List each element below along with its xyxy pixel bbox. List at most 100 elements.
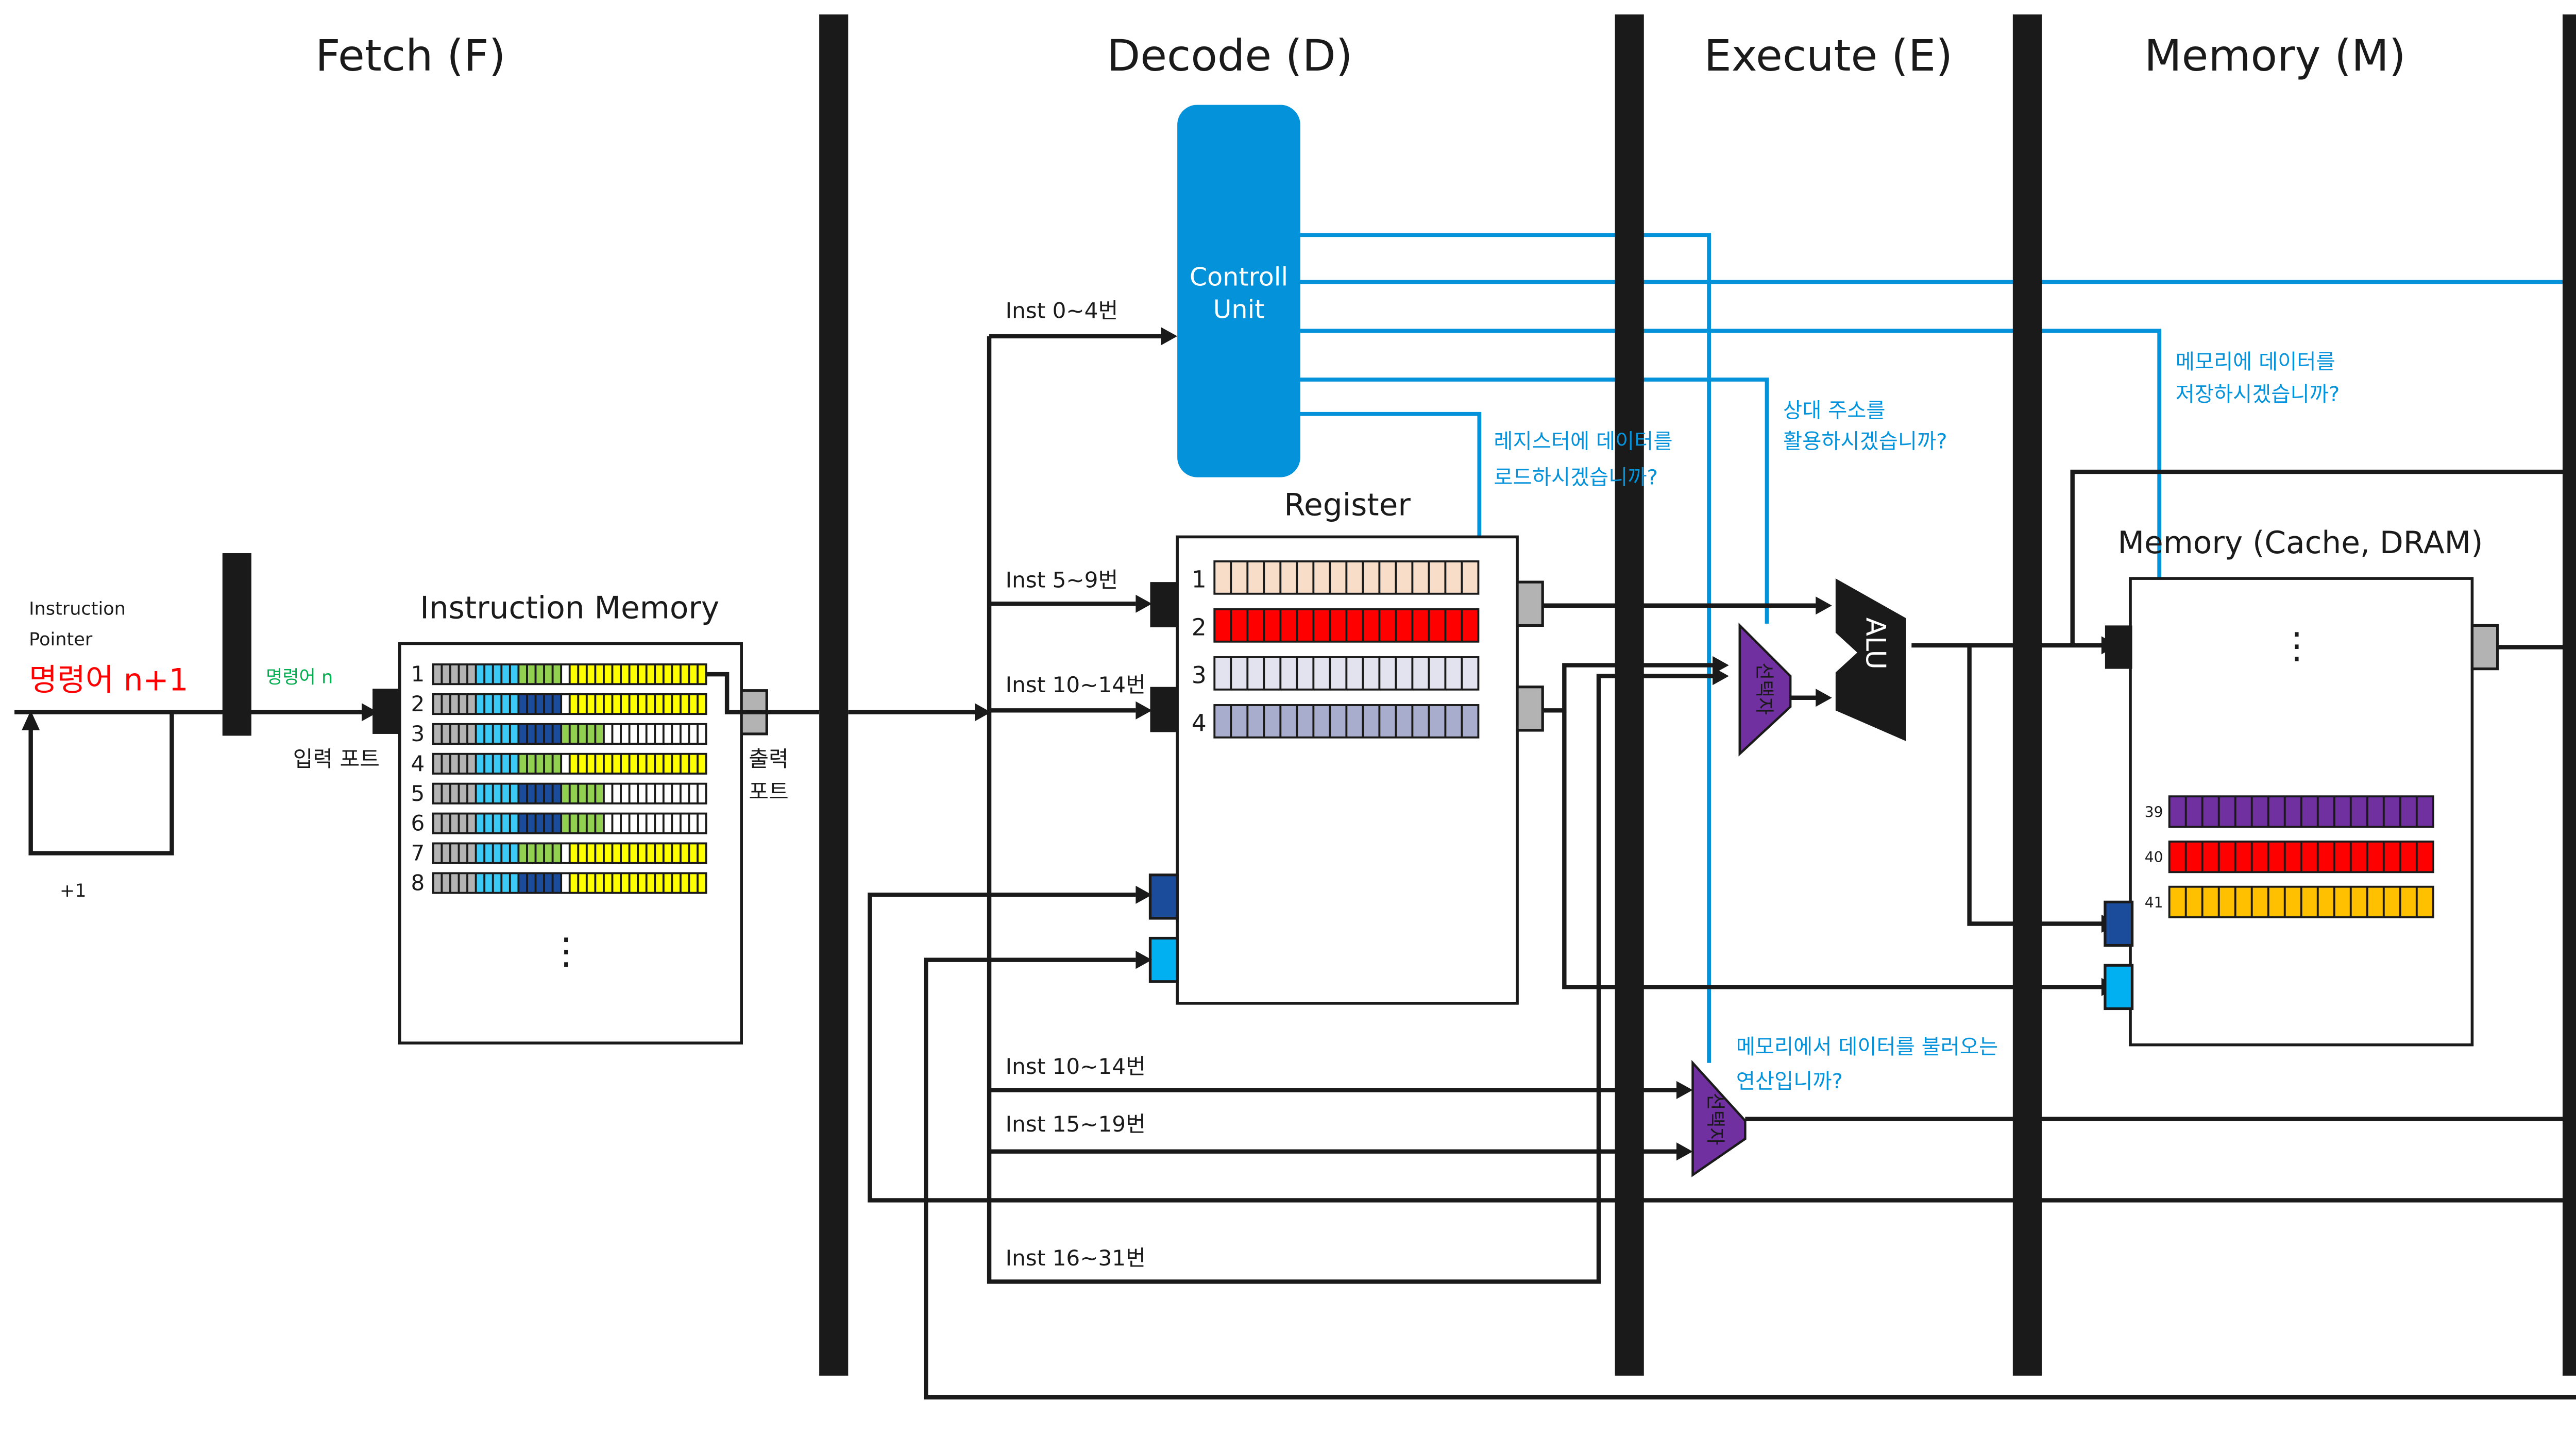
bit-cell — [639, 695, 646, 713]
bit-cell — [1265, 658, 1280, 689]
bit-cell — [630, 844, 637, 862]
bit-cell — [2368, 842, 2383, 871]
bit-cell — [460, 784, 467, 802]
bit-cell — [477, 814, 484, 832]
bit-cell — [434, 874, 441, 892]
control-wire-mem-read — [1298, 233, 1711, 1063]
bit-cell — [528, 874, 535, 892]
bit-cell — [2285, 842, 2300, 871]
bit-cell — [451, 725, 458, 743]
bit-cell — [553, 814, 561, 832]
bit-cell — [536, 814, 544, 832]
bit-cell — [485, 665, 492, 683]
bit-cell — [2417, 842, 2432, 871]
bit-cell — [1248, 610, 1263, 641]
bit-cell — [1380, 706, 1395, 737]
control-unit-label-line2: Unit — [1213, 295, 1264, 324]
inst-label-reg-b: Inst 10~14번 — [1006, 672, 1146, 697]
bit-cell — [664, 844, 671, 862]
bit-cell — [494, 755, 501, 773]
register-read-port-b — [1150, 687, 1178, 732]
bit-cell — [639, 814, 646, 832]
stage-title-fetch: Fetch (F) — [315, 30, 505, 81]
bit-cell — [587, 695, 595, 713]
bit-cell — [2170, 887, 2185, 917]
bit-cell — [2368, 887, 2383, 917]
bit-cell — [639, 755, 646, 773]
bit-cell — [519, 784, 527, 802]
bit-cell — [673, 755, 680, 773]
bit-cell — [468, 844, 475, 862]
bit-cell — [1463, 658, 1478, 689]
bit-cell — [596, 784, 603, 802]
bit-cell — [443, 665, 450, 683]
bit-cell — [1298, 658, 1313, 689]
bit-cell — [1397, 658, 1412, 689]
bit-cell — [647, 665, 654, 683]
bit-cell — [2187, 797, 2201, 826]
register-write-address-port — [1148, 874, 1179, 920]
bit-cell — [1347, 706, 1362, 737]
bit-cell — [613, 665, 620, 683]
bit-cell — [494, 695, 501, 713]
bit-cell — [613, 844, 620, 862]
alu — [1835, 578, 1906, 741]
bit-cell — [570, 814, 578, 832]
bit-cell — [562, 844, 569, 862]
bit-cell — [2302, 887, 2317, 917]
bit-cell — [596, 695, 603, 713]
bit-cell — [545, 874, 552, 892]
bit-cell — [511, 695, 518, 713]
bit-cell — [579, 874, 586, 892]
bit-cell — [2203, 887, 2218, 917]
bit-cell — [647, 695, 654, 713]
bit-cell — [451, 665, 458, 683]
bit-cell — [1331, 610, 1346, 641]
bit-cell — [587, 755, 595, 773]
instruction-row — [432, 693, 707, 715]
bit-cell — [630, 725, 637, 743]
bit-cell — [443, 814, 450, 832]
control-wire-relative-address — [1298, 378, 1769, 624]
inst-label-mux-b: Inst 15~19번 — [1006, 1111, 1146, 1137]
bit-cell — [2335, 887, 2350, 917]
bit-cell — [664, 814, 671, 832]
operand-mux — [1738, 622, 1792, 757]
instruction-row — [432, 812, 707, 834]
bit-cell — [1397, 610, 1412, 641]
bit-cell — [2384, 842, 2399, 871]
bit-cell — [690, 665, 697, 683]
bit-cell — [1314, 610, 1329, 641]
bit-cell — [460, 665, 467, 683]
bit-cell — [587, 844, 595, 862]
bit-cell — [1430, 658, 1445, 689]
bit-cell — [656, 814, 663, 832]
bit-cell — [528, 784, 535, 802]
stage-title-memory: Memory (M) — [2144, 30, 2406, 81]
bit-cell — [553, 665, 561, 683]
bit-cell — [579, 725, 586, 743]
bit-cell — [630, 695, 637, 713]
bit-cell — [545, 755, 552, 773]
bit-cell — [656, 665, 663, 683]
bit-cell — [664, 725, 671, 743]
bit-cell — [460, 755, 467, 773]
bit-cell — [511, 725, 518, 743]
arrow-head — [1136, 701, 1152, 720]
bit-cell — [2302, 797, 2317, 826]
bit-cell — [434, 814, 441, 832]
register-row — [1213, 704, 1480, 739]
bit-cell — [477, 844, 484, 862]
bit-cell — [621, 725, 629, 743]
bit-cell — [698, 665, 705, 683]
bit-cell — [621, 784, 629, 802]
bit-cell — [485, 695, 492, 713]
bit-cell — [528, 695, 535, 713]
bit-cell — [1364, 706, 1379, 737]
alu-bypass-to-writeback-wire — [2070, 469, 2576, 645]
bit-cell — [502, 665, 509, 683]
bit-cell — [2368, 797, 2383, 826]
bit-cell — [613, 814, 620, 832]
bit-cell — [621, 665, 629, 683]
bit-cell — [536, 695, 544, 713]
